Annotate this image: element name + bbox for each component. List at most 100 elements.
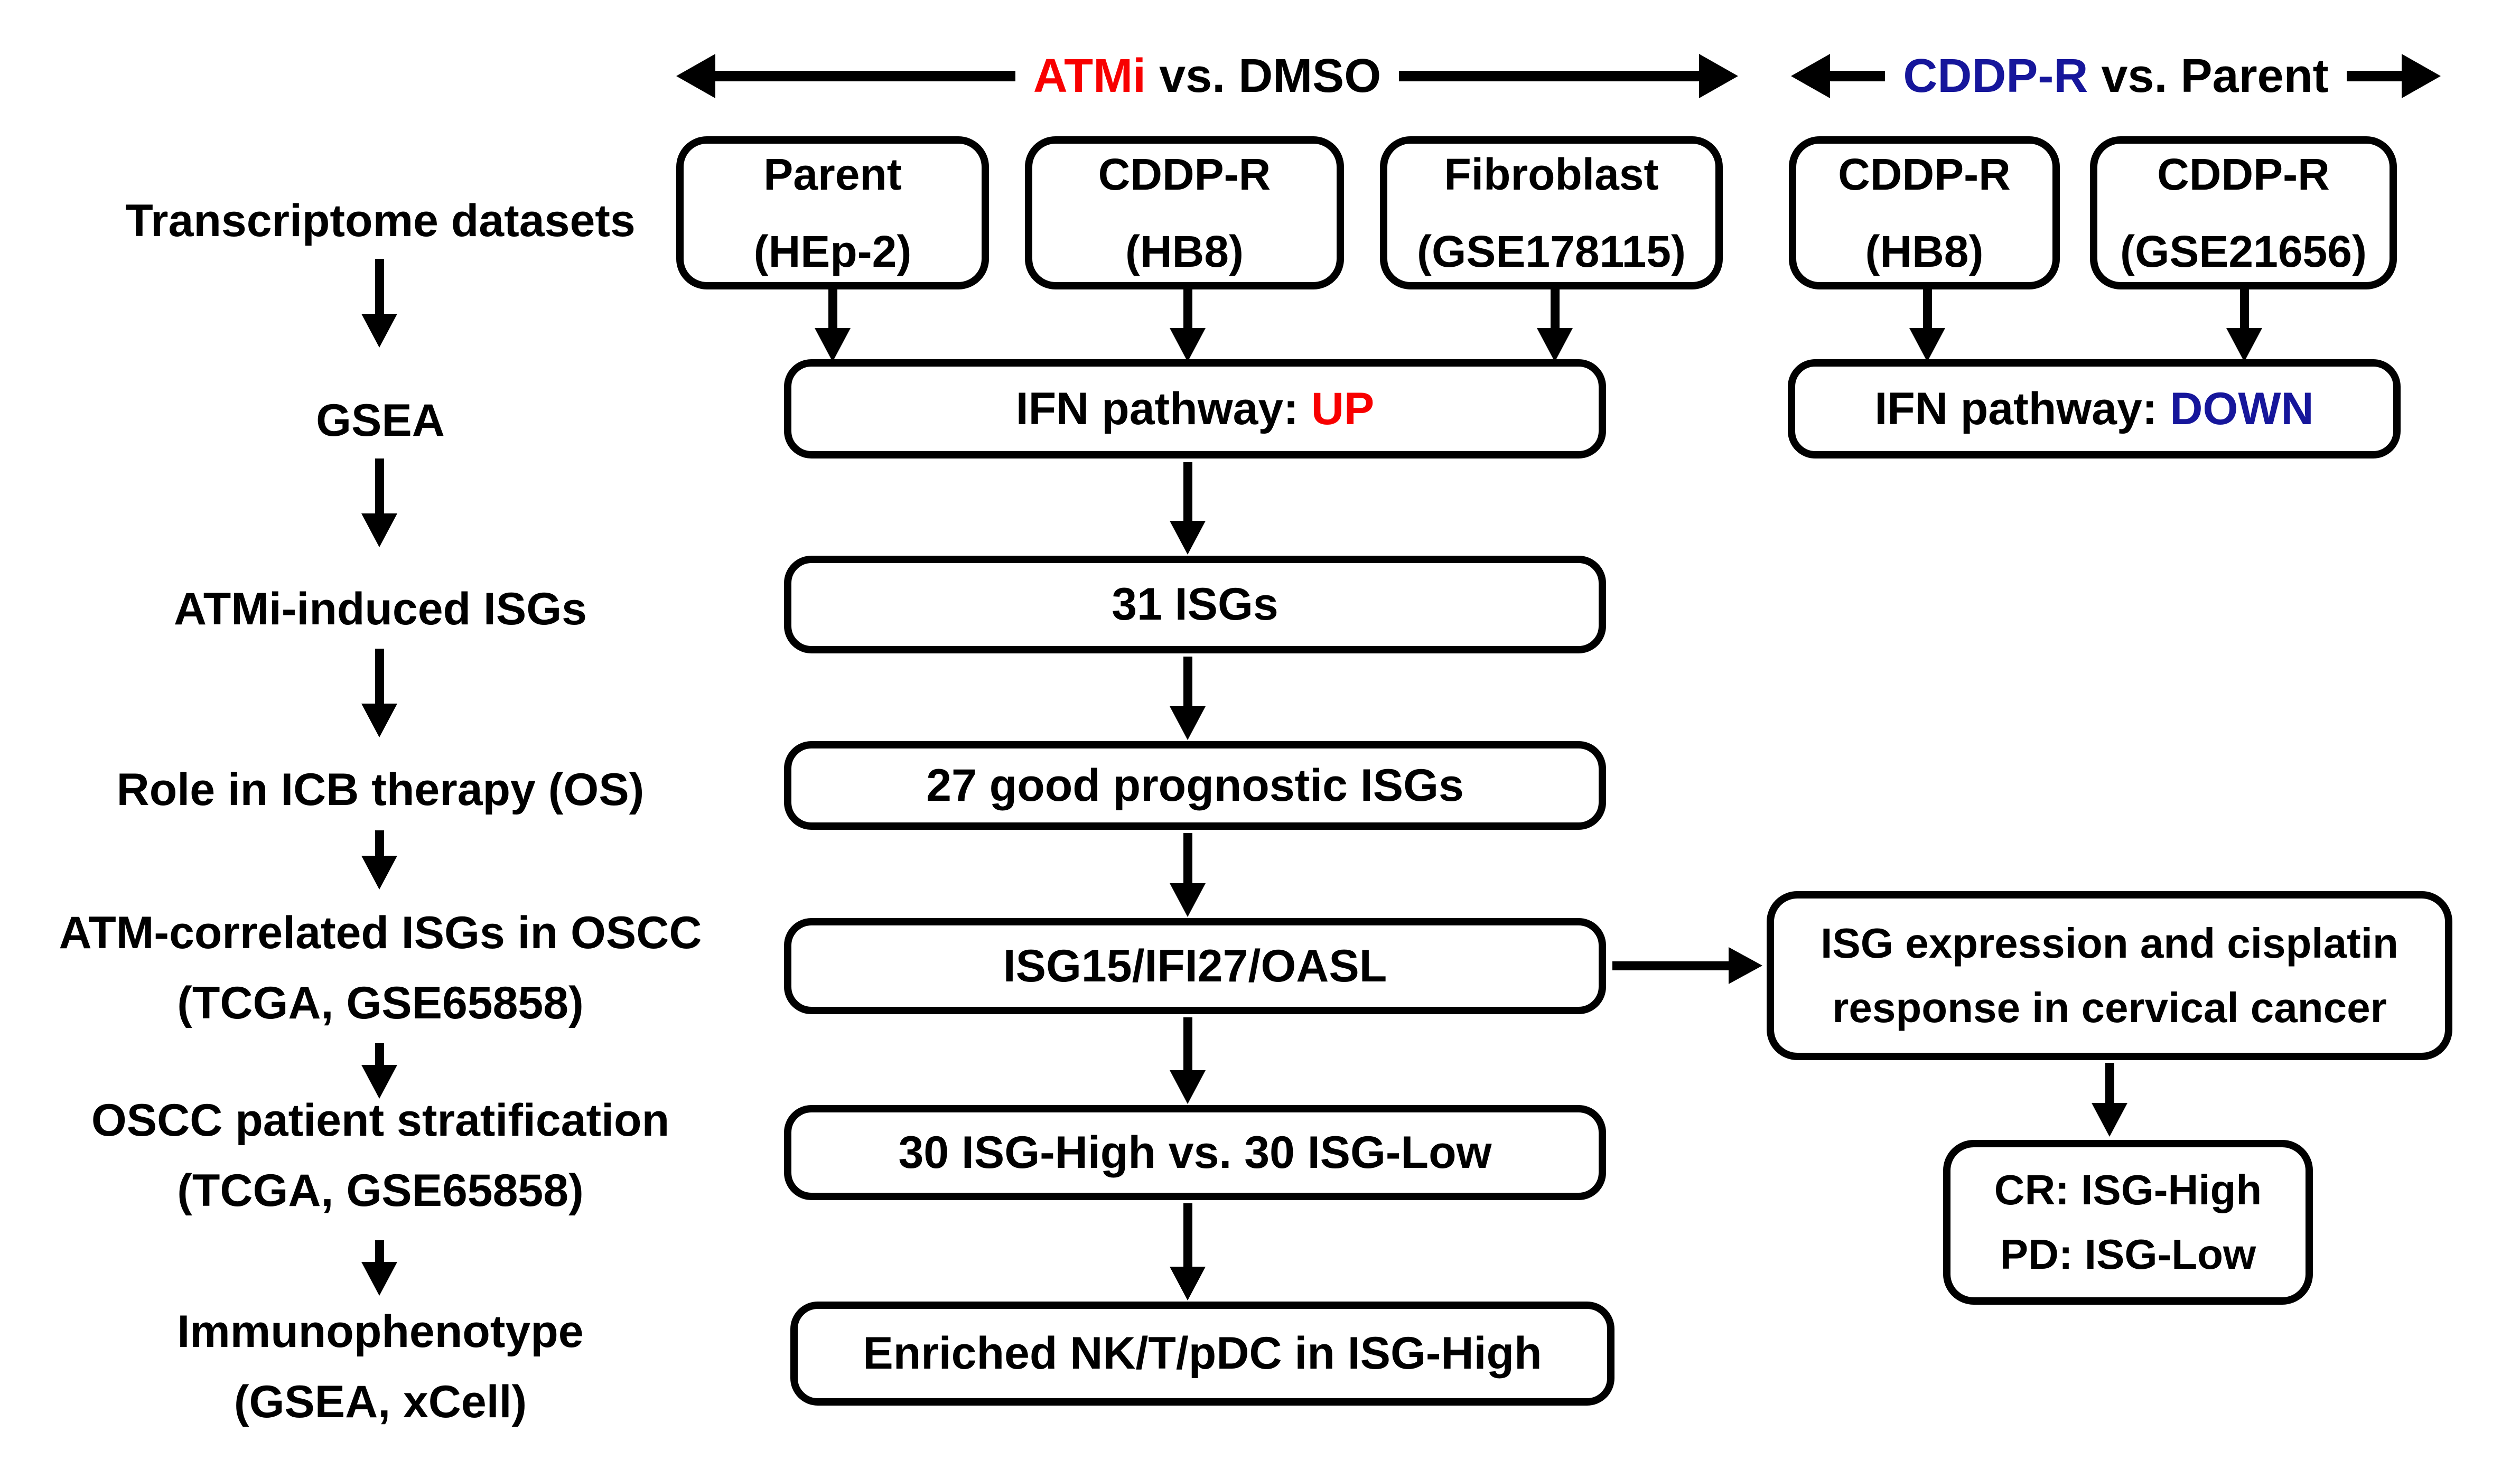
- arrow-stem: [375, 830, 384, 856]
- arrow-down-head-icon: [1170, 706, 1206, 740]
- arrow-stratification-to-immunophenotype: [361, 1240, 397, 1296]
- arrow-cddpr-hb8-to-ifn-down: [1909, 288, 1945, 362]
- arrow-atm-correlated-to-stratification: [361, 1043, 397, 1099]
- label-line: Role in ICB therapy (OS): [116, 764, 645, 815]
- arrow-stem: [1183, 1017, 1192, 1070]
- header-comparison-atmi-vs-dmso: ATMi vs. DMSO: [676, 46, 1738, 106]
- box-cddpr-hb8-right: CDDP-R (HB8): [1789, 136, 2060, 289]
- arrow-down-head-icon: [1170, 328, 1206, 362]
- box-line: IFN pathway: UP: [1016, 385, 1375, 433]
- box-line: 30 ISG-High vs. 30 ISG-Low: [898, 1127, 1492, 1178]
- arrow-down-head-icon: [1170, 1070, 1206, 1104]
- arrow-cddpr-hb8-to-ifn-up: [1170, 288, 1206, 362]
- box-30-isg-high-vs-low: 30 ISG-High vs. 30 ISG-Low: [784, 1105, 1606, 1200]
- arrow-down-head-icon: [2092, 1103, 2127, 1137]
- arrow-right-head-icon: [2402, 54, 2441, 98]
- box-line: (GSE178115): [1416, 227, 1686, 276]
- box-enriched-nk-t-pdc: Enriched NK/T/pDC in ISG-High: [790, 1302, 1614, 1406]
- box-ifn-pathway-down: IFN pathway: DOWN: [1788, 359, 2401, 458]
- arrow-icb-to-atm-correlated: [361, 830, 397, 890]
- arrow-parent-to-ifn-up: [815, 288, 851, 362]
- arrow-transcriptome-to-gsea: [361, 259, 397, 348]
- arrow-down-head-icon: [361, 513, 397, 547]
- label-line: GSEA: [316, 395, 445, 446]
- arrow-cervical-to-response: [2092, 1063, 2127, 1137]
- box-line: CDDP-R: [1838, 149, 2011, 199]
- label-line: OSCC patient stratification: [91, 1095, 670, 1146]
- arrow-stem: [375, 259, 384, 314]
- ifn-status-up: UP: [1311, 383, 1375, 434]
- label-oscc-patient-stratification: OSCC patient stratification (TCGA, GSE65…: [37, 1085, 724, 1226]
- header-comparison-cddpr-vs-parent: CDDP-R vs. Parent: [1791, 46, 2441, 106]
- arrow-down-head-icon: [1909, 328, 1945, 362]
- box-cddpr-gse21656: CDDP-R (GSE21656): [2090, 136, 2397, 289]
- box-line: response in cervical cancer: [1832, 984, 2387, 1031]
- arrow-atmi-isgs-to-icb: [361, 649, 397, 737]
- arrow-stem: [375, 1240, 384, 1262]
- label-gsea: GSEA: [37, 386, 724, 456]
- arrow-stem: [375, 458, 384, 513]
- label-transcriptome-datasets: Transcriptome datasets: [37, 186, 724, 256]
- arrow-isg-panel-to-stratification: [1170, 1017, 1206, 1104]
- arrow-stem: [1183, 462, 1192, 521]
- arrow-line: [2346, 71, 2402, 81]
- header-label-atmi-vs-dmso: ATMi vs. DMSO: [1015, 49, 1399, 104]
- arrow-27-prognostic-to-isg-panel: [1170, 833, 1206, 917]
- box-31-isgs: 31 ISGs: [784, 556, 1606, 653]
- arrow-stem: [1183, 288, 1192, 328]
- header-highlight-cddpr: CDDP-R: [1903, 49, 2088, 102]
- box-fibroblast-gse178115: Fibroblast (GSE178115): [1380, 136, 1723, 289]
- box-line: CR: ISG-High: [1994, 1166, 2262, 1213]
- arrow-down-head-icon: [361, 704, 397, 737]
- arrow-ifn-up-to-31-isgs: [1170, 462, 1206, 555]
- arrow-stem: [1612, 961, 1729, 970]
- arrow-down-head-icon: [361, 1262, 397, 1296]
- box-line: ISG expression and cisplatin: [1821, 920, 2398, 967]
- arrow-down-head-icon: [361, 1065, 397, 1099]
- arrow-stem: [375, 649, 384, 704]
- box-isg-expression-cervical-cancer: ISG expression and cisplatin response in…: [1767, 891, 2452, 1060]
- arrow-line: [1830, 71, 1886, 81]
- arrow-down-head-icon: [1170, 521, 1206, 555]
- arrow-line: [715, 71, 1015, 81]
- box-cddpr-hb8-left: CDDP-R (HB8): [1025, 136, 1344, 289]
- arrow-left-head-icon: [676, 54, 715, 98]
- header-rest: vs. Parent: [2088, 49, 2329, 102]
- label-line: ATM-correlated ISGs in OSCC: [59, 907, 702, 958]
- label-line: Immunophenotype: [177, 1306, 584, 1357]
- box-line: PD: ISG-Low: [2000, 1231, 2256, 1278]
- arrow-right-head-icon: [1699, 54, 1738, 98]
- arrow-down-head-icon: [2226, 328, 2262, 362]
- arrow-down-head-icon: [1170, 1267, 1206, 1300]
- label-atmi-induced-isgs: ATMi-induced ISGs: [37, 574, 724, 644]
- arrow-down-head-icon: [815, 328, 851, 362]
- label-role-in-icb-therapy: Role in ICB therapy (OS): [37, 755, 724, 825]
- arrow-stem: [1922, 288, 1932, 328]
- box-line: Parent: [763, 149, 902, 199]
- box-line: (GSE21656): [2120, 227, 2367, 276]
- arrow-cddpr-gse21656-to-ifn-down: [2226, 288, 2262, 362]
- box-line: (HB8): [1125, 227, 1244, 276]
- box-ifn-pathway-up: IFN pathway: UP: [784, 359, 1606, 458]
- arrow-down-head-icon: [1170, 883, 1206, 917]
- arrow-gsea-to-atmi-isgs: [361, 458, 397, 547]
- arrow-stem: [2239, 288, 2249, 328]
- box-cr-isg-high-pd-isg-low: CR: ISG-High PD: ISG-Low: [1943, 1140, 2313, 1305]
- box-line: CDDP-R: [2157, 149, 2330, 199]
- arrow-stem: [1183, 833, 1192, 883]
- arrow-line: [1399, 71, 1699, 81]
- box-parent-hep2: Parent (HEp-2): [676, 136, 989, 289]
- arrow-stem: [1550, 288, 1560, 328]
- label-immunophenotype: Immunophenotype (GSEA, xCell): [37, 1297, 724, 1437]
- box-line: 27 good prognostic ISGs: [926, 760, 1464, 811]
- label-line: (TCGA, GSE65858): [177, 978, 584, 1028]
- ifn-label: IFN pathway:: [1015, 383, 1311, 434]
- ifn-label: IFN pathway:: [1874, 383, 2170, 434]
- arrow-stem: [1183, 1203, 1192, 1267]
- box-line: Fibroblast: [1444, 149, 1659, 199]
- box-line: CDDP-R: [1098, 149, 1271, 199]
- arrow-left-head-icon: [1791, 54, 1830, 98]
- arrow-stem: [375, 1043, 384, 1065]
- arrow-stem: [1183, 657, 1192, 706]
